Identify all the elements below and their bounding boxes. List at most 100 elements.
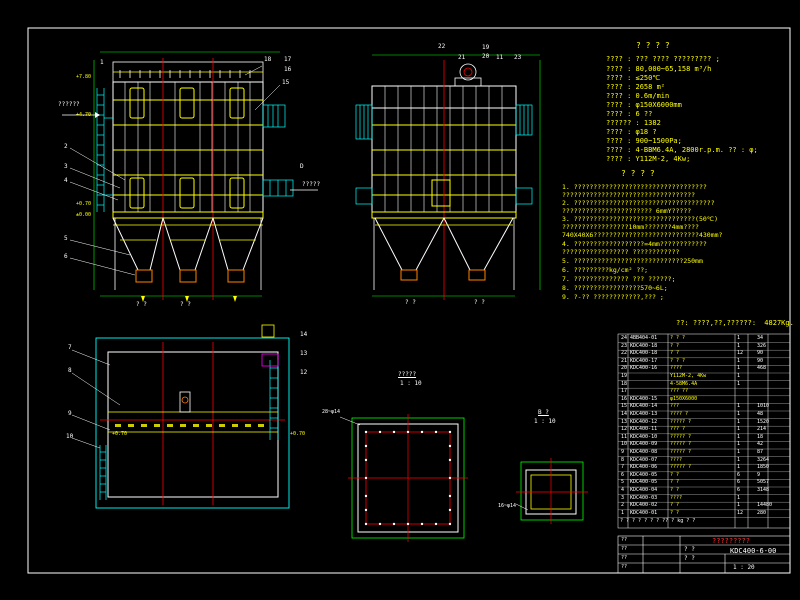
outlet-label: ????? [302, 181, 321, 188]
bom-cell-code: KDC400-13 [630, 411, 658, 417]
bom-cell-name: ????? ? [670, 464, 692, 471]
bom-cell-name: ? ? [670, 342, 680, 349]
callout-22: 22 [438, 43, 446, 50]
bom-cell-name: ? ? [670, 350, 680, 357]
spec-line: ???? : Y112M-2, 4Kw; [606, 155, 691, 163]
notes-title: ? ? ? ? [621, 169, 655, 178]
bom-cell-no: 4 [621, 487, 625, 493]
bom-cell-name: ??? [670, 403, 680, 410]
bom-cell-qty: 12 [737, 350, 744, 357]
bom-header: ? ? ? ? ? ? ? ?? ? kg ? ? [620, 518, 696, 524]
bom-cell-code: 4BB404-01 [630, 335, 658, 341]
bom-cell-name: ???? [670, 456, 683, 463]
callout-5: 5 [64, 235, 68, 242]
callout-23: 23 [514, 54, 522, 61]
bom-cell-no: 3 [621, 494, 625, 501]
bom-cell-wt: 34 [757, 335, 764, 341]
note-line: 5. ????????????????????????????250mm [562, 257, 703, 265]
bom-cell-qty: 1 [737, 403, 741, 410]
bom-cell-no: 2 [621, 502, 625, 509]
drawing-scale: 1 : 20 [733, 564, 755, 571]
note-line: 740X40X6???????????????????????????430mm… [562, 231, 723, 239]
note-line: ?????????????????10mm???????4mm???? [562, 223, 699, 231]
bom-cell-name: 4-58M6.4A [670, 380, 698, 387]
note-line: ??????????????????????? 6mmY????? [562, 207, 692, 215]
callout-11: 11 [496, 54, 504, 61]
spec-line: ?????? : 1382 [606, 119, 661, 127]
bom-cell-name: ? ? [670, 502, 680, 509]
bom-cell-qty: 6 [737, 479, 741, 486]
plan-elevation: +0.70 [290, 431, 306, 437]
elevation-zero: ±0.00 [76, 212, 92, 218]
bom-cell-code: KDC400-01 [630, 509, 658, 516]
bom-cell-code: KDC400-03 [630, 494, 658, 501]
bom-cell-name: ????? ? [670, 433, 692, 440]
bom-cell-code: KDC400-07 [630, 456, 658, 463]
bom-cell-name: ???? [670, 494, 683, 501]
bom-cell-wt: 468 [757, 365, 767, 372]
bom-cell-no: 20 [621, 365, 628, 372]
bom-cell-qty: 1 [737, 342, 741, 349]
spec-line: ???? : 80,000~65,158 m³/h [606, 65, 712, 73]
title-block-row: ?? [621, 555, 628, 561]
bom-cell-qty: 1 [737, 418, 741, 425]
weight-value: 4827Kg. [764, 319, 794, 327]
bom-cell-code: KDC400-05 [630, 471, 658, 478]
bom-cell-qty: 1 [737, 380, 741, 387]
bom-cell-code: KDC400-05 [630, 479, 658, 486]
bom-cell-no: 14 [621, 411, 628, 417]
elevation-mid: +4.70 [76, 112, 92, 118]
callout-16: 16 [284, 66, 292, 73]
bom-cell-wt: 1850 [757, 464, 770, 471]
note-line: 3. ???????????????????????????????(50℃) [562, 215, 719, 223]
callout-1: 1 [100, 59, 104, 66]
bom-cell-qty: 1 [737, 433, 741, 440]
callout-20: 20 [482, 53, 490, 60]
bom-cell-name: ????? ? [670, 441, 692, 448]
bom-cell-no: 18 [621, 380, 628, 387]
bom-cell-no: 15 [621, 403, 628, 410]
bom-cell-name: ? ? [670, 509, 680, 516]
bom-cell-no: 17 [621, 388, 628, 395]
bom-row: 18 4-58M6.4A 1 [620, 381, 790, 389]
spec-line: ???? : 0.6m/min [606, 92, 670, 100]
weight-label: ??: ????,??,??????: 4827Kg. [676, 320, 794, 327]
section-b-scale: 1 : 10 [534, 418, 556, 425]
callout-10: 10 [66, 433, 74, 440]
bom-cell-name: ? ? [670, 479, 680, 486]
bom-cell-name: Y112M-2, 4Kw [670, 373, 707, 379]
bom-cell-wt: 42 [757, 441, 764, 448]
plan-elevation-left: +0.70 [112, 431, 128, 437]
bom-cell-no: 24 [621, 335, 628, 341]
note-line: 6. ?????????kg/cm² ??; [562, 266, 649, 274]
plan-view-label: ? ? [180, 301, 191, 308]
bom-cell-wt: 214 [757, 426, 767, 433]
callout-15: 15 [282, 79, 290, 86]
front-view-label: ? ? [136, 301, 147, 308]
bom-cell-name: ??? ?? [670, 388, 689, 395]
bom-cell-no: 13 [621, 418, 628, 425]
note-line: 4. ??????????????????=4mm???????????? [562, 240, 707, 248]
spec-line: ???? : 900~1500Pa; [606, 137, 682, 145]
bom-cell-qty: 1 [737, 464, 741, 471]
bom-cell-code: KDC400-09 [630, 441, 658, 448]
bom-cell-qty: 1 [737, 335, 741, 341]
title-block-grid [617, 535, 791, 574]
side-view-label-b: ? ? [474, 299, 485, 306]
bom-cell-code: KDC400-08 [630, 449, 658, 455]
callout-13: 13 [300, 350, 308, 357]
bom-cell-name: ???? [670, 365, 683, 372]
bom-cell-name: ? ? ? [670, 335, 686, 341]
callout-6: 6 [64, 253, 68, 260]
bom-cell-no: 23 [621, 342, 628, 349]
section-b [515, 458, 588, 524]
